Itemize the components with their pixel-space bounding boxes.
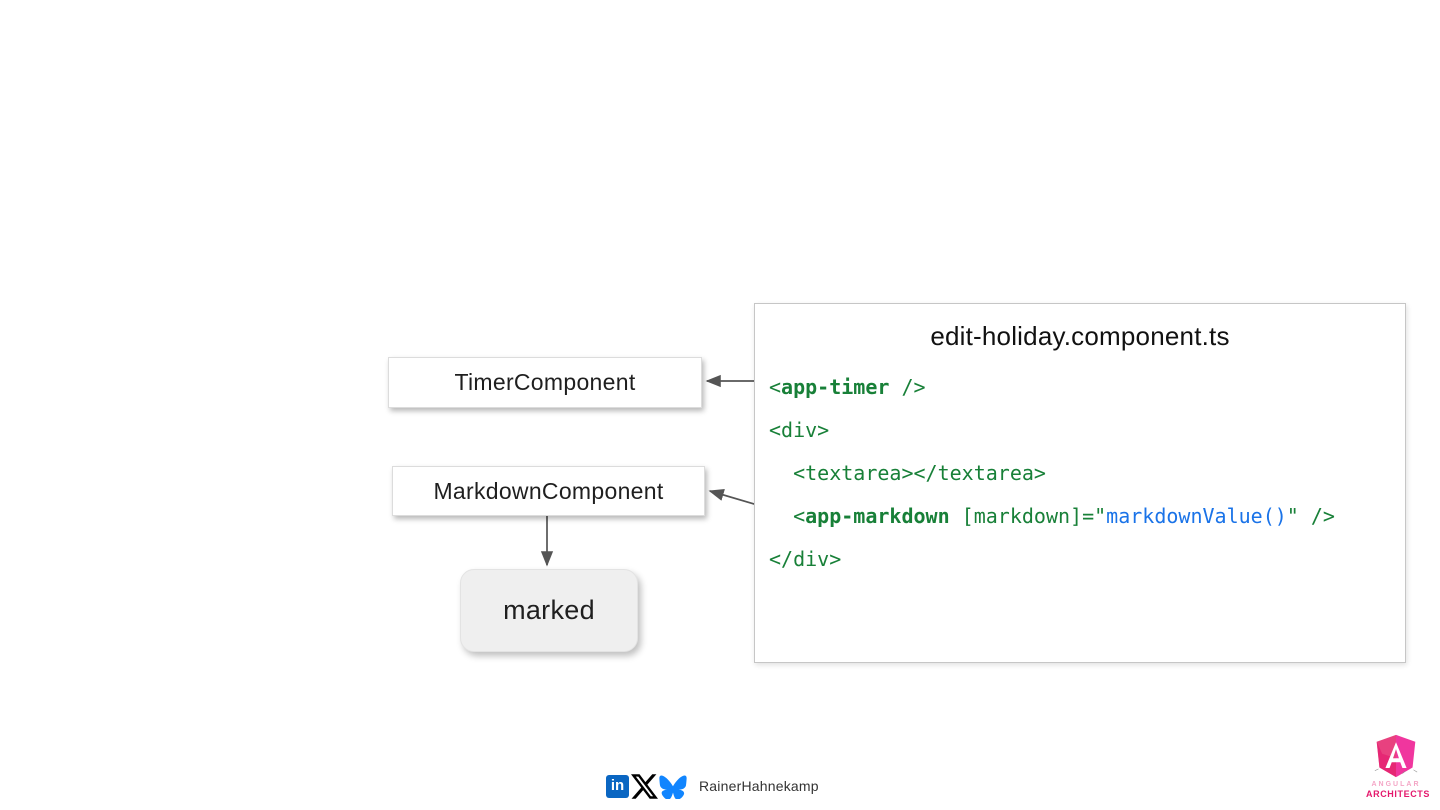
code-line: <textarea></textarea> bbox=[769, 461, 1046, 485]
code-line: <app-markdown [markdown]="markdownValue(… bbox=[769, 504, 1335, 528]
code-panel: edit-holiday.component.ts <app-timer /><… bbox=[754, 303, 1406, 663]
brand-name-angular: ANGULAR bbox=[1371, 781, 1421, 788]
code-line: <app-timer /> bbox=[769, 375, 926, 399]
code-line: </div> bbox=[769, 547, 842, 571]
code-panel-title: edit-holiday.component.ts bbox=[930, 321, 1230, 351]
node-markdown-component: MarkdownComponent bbox=[392, 466, 705, 516]
node-marked-label: marked bbox=[503, 595, 595, 625]
node-marked-library: marked bbox=[460, 569, 638, 652]
linkedin-icon-label: in bbox=[610, 776, 625, 794]
linkedin-icon: in bbox=[606, 774, 629, 798]
code-block: <app-timer /> <div> <textarea></textarea>… bbox=[769, 366, 1335, 581]
bluesky-icon bbox=[659, 775, 687, 799]
code-line: <div> bbox=[769, 418, 830, 442]
footer: in RainerHahnekamp bbox=[606, 771, 819, 801]
angular-shield-icon bbox=[1374, 734, 1418, 778]
node-timer-component: TimerComponent bbox=[388, 357, 702, 408]
x-icon bbox=[631, 773, 658, 799]
footer-handle: RainerHahnekamp bbox=[699, 778, 819, 794]
sparkle-icon bbox=[1374, 768, 1418, 774]
node-timer-label: TimerComponent bbox=[454, 369, 636, 395]
brand-name-architects: ARCHITECTS bbox=[1366, 789, 1430, 799]
brand-logo: ANGULAR ARCHITECTS bbox=[1366, 733, 1430, 799]
node-markdown-label: MarkdownComponent bbox=[433, 477, 664, 504]
